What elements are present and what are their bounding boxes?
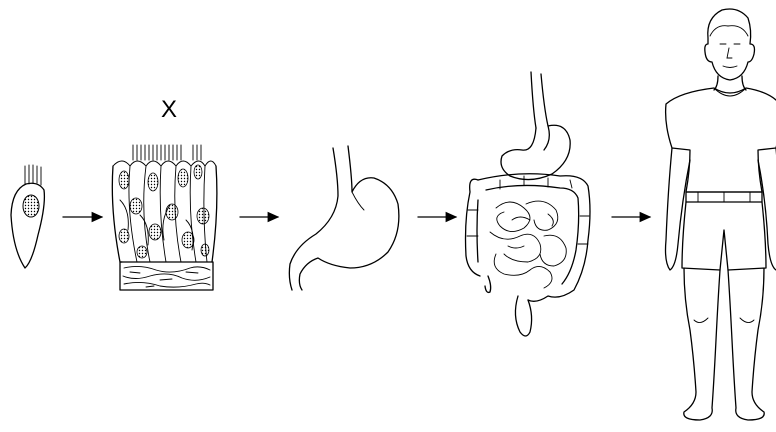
- human-organism-illustration: [666, 9, 776, 420]
- shirt: [666, 88, 776, 192]
- tissue-illustration: [112, 145, 217, 290]
- stomach-illustration: [289, 146, 399, 290]
- tissue-label: X: [161, 96, 177, 123]
- cell-illustration: [11, 165, 44, 268]
- digestive-system-illustration: [466, 72, 591, 336]
